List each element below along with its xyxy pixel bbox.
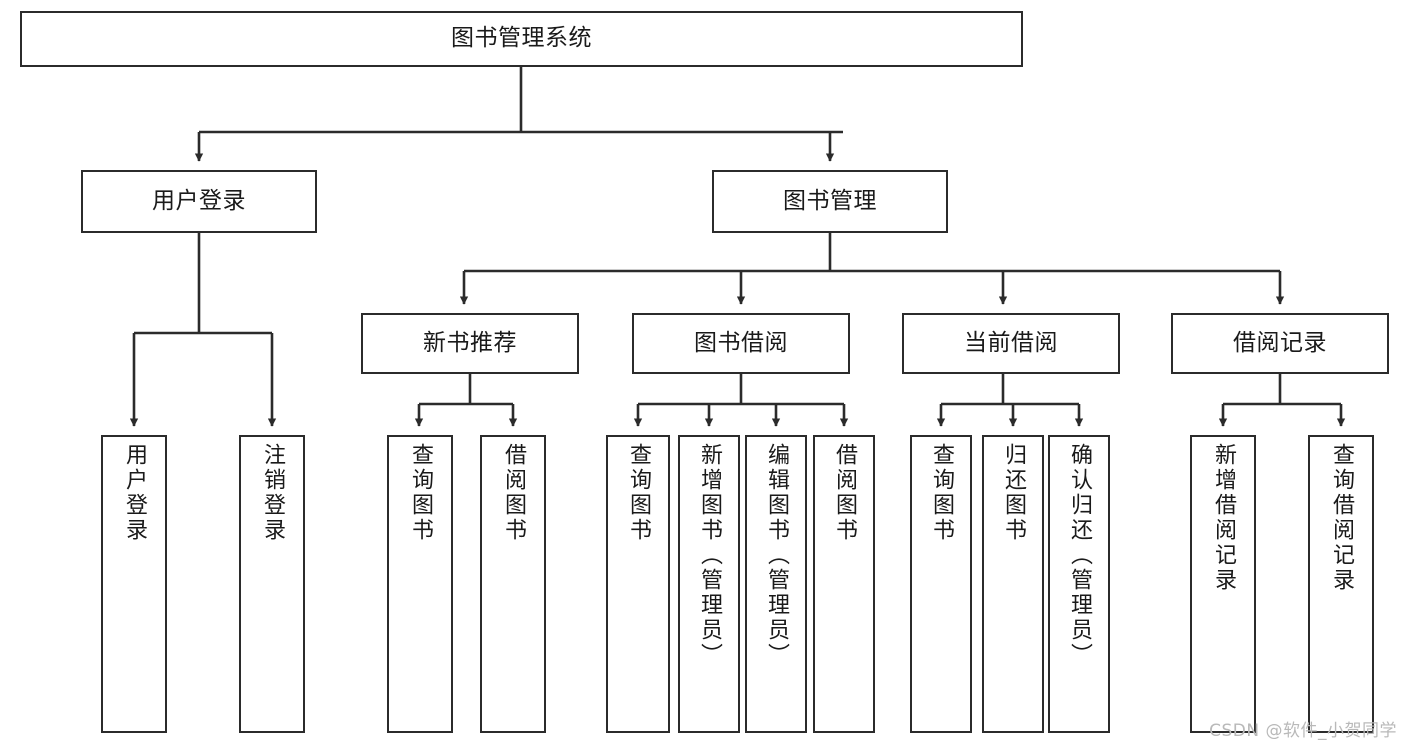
- node-label: 注销登录: [260, 443, 285, 543]
- node-label: 用户登录: [122, 443, 147, 543]
- node-leaf-confirm-return[interactable]: 确认归还（管理员）: [1048, 435, 1110, 733]
- node-label: 查询借阅记录: [1329, 443, 1354, 593]
- node-label: 用户登录: [152, 187, 246, 214]
- node-leaf-borrow-book-1[interactable]: 借阅图书: [480, 435, 546, 733]
- csdn-watermark: CSDN @软件_小贺同学: [1209, 721, 1397, 741]
- node-label: 新增借阅记录: [1211, 443, 1236, 593]
- node-user-login[interactable]: 用户登录: [81, 170, 317, 233]
- node-label: 图书管理: [783, 187, 877, 214]
- node-label: 归还图书: [1001, 443, 1026, 543]
- node-label: 查询图书: [929, 443, 954, 543]
- node-label: 借阅图书: [832, 443, 857, 543]
- node-label: 借阅图书: [501, 443, 526, 543]
- node-label: 图书借阅: [694, 329, 788, 356]
- node-label: 查询图书: [626, 443, 651, 543]
- node-leaf-query-book-2[interactable]: 查询图书: [606, 435, 670, 733]
- node-label: 编辑图书（管理员）: [764, 443, 789, 668]
- node-leaf-query-book-1[interactable]: 查询图书: [387, 435, 453, 733]
- node-current-borrow[interactable]: 当前借阅: [902, 313, 1120, 374]
- node-leaf-query-record[interactable]: 查询借阅记录: [1308, 435, 1374, 733]
- node-label: 当前借阅: [964, 329, 1058, 356]
- node-leaf-add-book[interactable]: 新增图书（管理员）: [678, 435, 740, 733]
- node-leaf-borrow-book-2[interactable]: 借阅图书: [813, 435, 875, 733]
- node-label: 确认归还（管理员）: [1067, 443, 1092, 668]
- node-borrow-record[interactable]: 借阅记录: [1171, 313, 1389, 374]
- node-book-borrow[interactable]: 图书借阅: [632, 313, 850, 374]
- node-leaf-user-logout[interactable]: 注销登录: [239, 435, 305, 733]
- node-leaf-user-login[interactable]: 用户登录: [101, 435, 167, 733]
- node-label: 借阅记录: [1233, 329, 1327, 356]
- node-label: 图书管理系统: [451, 25, 592, 52]
- node-label: 新书推荐: [423, 329, 517, 356]
- node-leaf-query-book-3[interactable]: 查询图书: [910, 435, 972, 733]
- node-root[interactable]: 图书管理系统: [20, 11, 1023, 67]
- node-book-mgmt[interactable]: 图书管理: [712, 170, 948, 233]
- node-label: 新增图书（管理员）: [697, 443, 722, 668]
- node-new-book-rec[interactable]: 新书推荐: [361, 313, 579, 374]
- node-leaf-add-record[interactable]: 新增借阅记录: [1190, 435, 1256, 733]
- node-label: 查询图书: [408, 443, 433, 543]
- node-leaf-edit-book[interactable]: 编辑图书（管理员）: [745, 435, 807, 733]
- node-leaf-return-book[interactable]: 归还图书: [982, 435, 1044, 733]
